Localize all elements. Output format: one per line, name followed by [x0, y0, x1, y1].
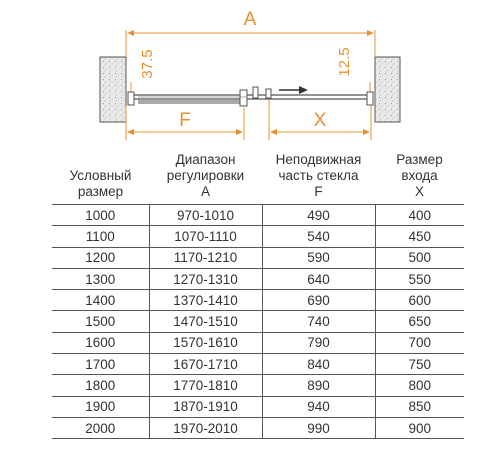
cell-nominal-size: 1800 — [52, 374, 149, 397]
cell-adjustment-range: 1670-1710 — [148, 353, 262, 375]
cell-adjustment-range: 1370-1410 — [148, 289, 262, 311]
door-profile — [127, 86, 374, 107]
table-header-row: Условный размер Диапазон регулировки A Н… — [52, 152, 464, 205]
cell-entry-size: 500 — [374, 246, 464, 269]
dimension-x — [268, 100, 372, 140]
cell-adjustment-range: 1170-1210 — [148, 246, 262, 269]
cell-fixed-glass: 890 — [261, 374, 375, 397]
cell-nominal-size: 1500 — [52, 310, 149, 333]
right-gap-label: 12.5 — [336, 47, 353, 76]
cell-fixed-glass: 840 — [261, 353, 375, 375]
cell-nominal-size: 2000 — [52, 416, 149, 440]
cell-nominal-size: 1200 — [52, 246, 149, 269]
dimension-f — [125, 106, 245, 140]
left-gap-label: 37.5 — [139, 49, 156, 78]
cell-nominal-size: 1900 — [52, 395, 149, 418]
cell-entry-size: 400 — [374, 203, 464, 226]
cell-fixed-glass: 790 — [261, 331, 375, 354]
dimension-a-label: A — [244, 9, 257, 30]
cell-fixed-glass: 940 — [261, 395, 375, 418]
cell-entry-size: 450 — [374, 225, 464, 248]
header-entry-size: Размер входа X — [396, 152, 443, 199]
cell-entry-size: 850 — [374, 395, 464, 418]
cell-fixed-glass: 690 — [261, 289, 375, 311]
cell-nominal-size: 1000 — [52, 203, 149, 226]
header-adjustment-range: Диапазон регулировки A — [166, 152, 245, 199]
cell-fixed-glass: 490 — [261, 203, 375, 226]
dimension-x-label: X — [314, 110, 327, 131]
cell-fixed-glass: 590 — [261, 246, 375, 269]
cell-entry-size: 550 — [374, 267, 464, 290]
cell-nominal-size: 1600 — [52, 331, 149, 354]
slide-direction-arrow-icon — [279, 86, 308, 94]
cell-adjustment-range: 1870-1910 — [148, 395, 262, 418]
cell-entry-size: 700 — [374, 331, 464, 354]
cell-entry-size: 750 — [374, 353, 464, 375]
cell-entry-size: 650 — [374, 310, 464, 333]
cell-adjustment-range: 1070-1110 — [148, 225, 262, 248]
cell-nominal-size: 1100 — [52, 225, 149, 248]
size-table: Условный размер Диапазон регулировки A Н… — [52, 152, 464, 440]
cell-entry-size: 900 — [374, 416, 464, 440]
cell-nominal-size: 1700 — [52, 353, 149, 375]
door-plan-diagram: A 37.5 12.5 F X — [99, 9, 401, 140]
cell-entry-size: 800 — [374, 374, 464, 397]
dimension-a — [125, 30, 376, 57]
cell-adjustment-range: 1270-1310 — [148, 267, 262, 290]
cell-adjustment-range: 1570-1610 — [148, 331, 262, 354]
dimension-f-label: F — [179, 110, 191, 131]
cell-adjustment-range: 1970-2010 — [148, 416, 262, 440]
cell-adjustment-range: 1470-1510 — [148, 310, 262, 333]
left-wall — [99, 56, 127, 123]
cell-adjustment-range: 970-1010 — [148, 203, 262, 226]
header-nominal-size: Условный размер — [69, 168, 132, 199]
cell-nominal-size: 1400 — [52, 289, 149, 311]
cell-adjustment-range: 1770-1810 — [148, 374, 262, 397]
cell-fixed-glass: 740 — [261, 310, 375, 333]
right-wall — [374, 56, 401, 123]
cell-fixed-glass: 990 — [261, 416, 375, 440]
cell-fixed-glass: 640 — [261, 267, 375, 290]
cell-entry-size: 600 — [374, 289, 464, 311]
cell-fixed-glass: 540 — [261, 225, 375, 248]
cell-nominal-size: 1300 — [52, 267, 149, 290]
header-fixed-glass: Неподвижная часть стекла F — [275, 152, 362, 199]
